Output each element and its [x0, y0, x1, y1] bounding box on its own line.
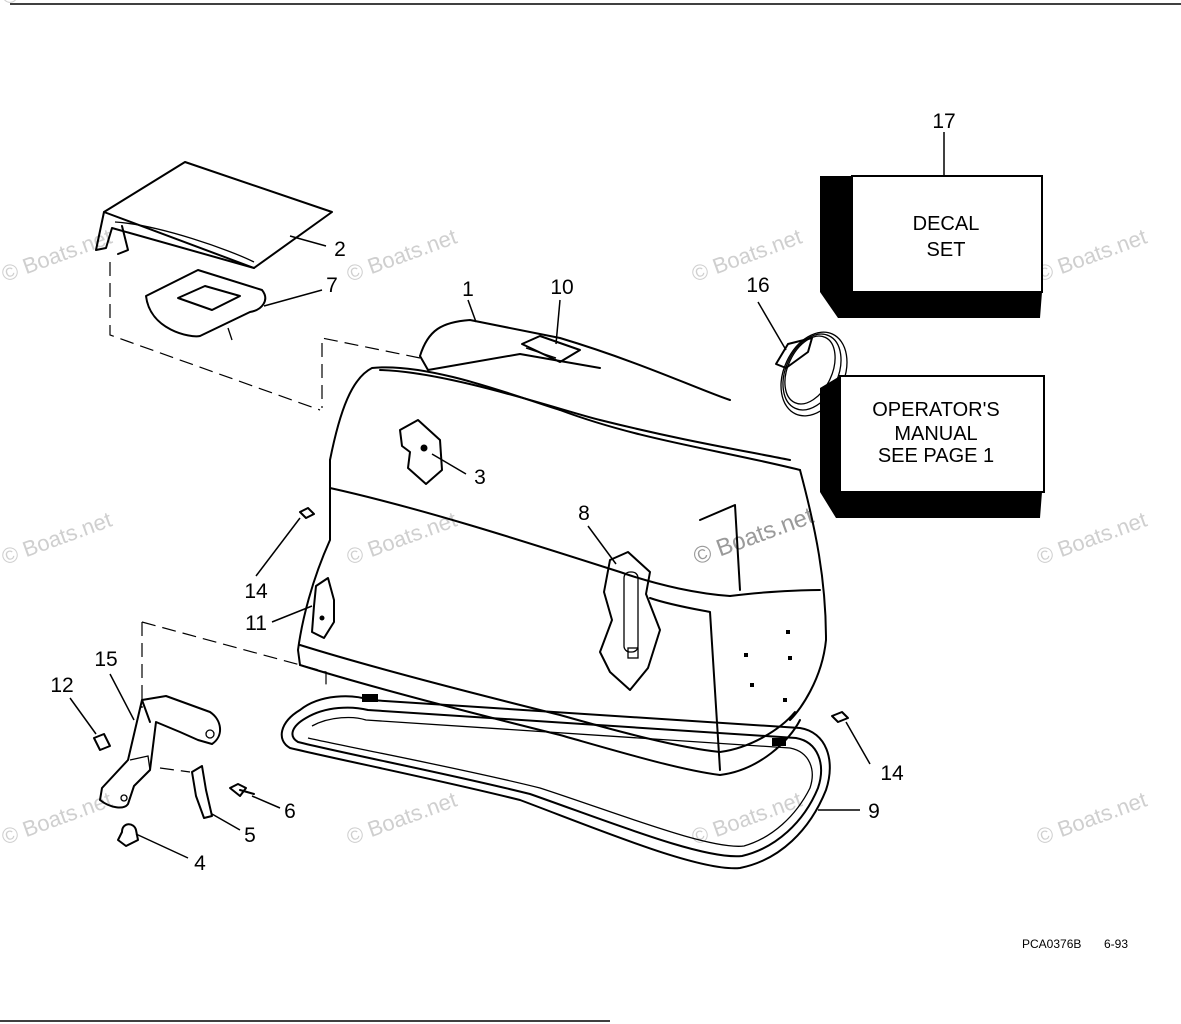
grommet-part	[117, 823, 139, 847]
figure-code-text: PCA0376B	[1022, 937, 1081, 951]
watermark-text-dark: © Boats.net	[690, 502, 818, 570]
callout-11: 11	[245, 612, 267, 635]
seal-part	[280, 694, 831, 870]
callout-8: 8	[578, 502, 590, 525]
bolt-part	[229, 783, 255, 797]
watermark-text: © Boats.net	[1033, 787, 1150, 850]
watermark-text: © Boats.net	[688, 787, 805, 850]
lever-part	[191, 765, 213, 819]
watermark-text: © Boats.net	[0, 787, 115, 850]
callout-1: 1	[462, 278, 474, 301]
callout-5: 5	[244, 824, 256, 847]
decal-set-box: DECAL SET	[820, 175, 1043, 318]
figure-code: PCA0376B 6-93	[1022, 937, 1128, 951]
engine-cover-part	[297, 319, 827, 776]
figure-date-text: 6-93	[1104, 937, 1128, 951]
latch-bracket-part	[599, 551, 661, 691]
manual-label-line3: SEE PAGE 1	[878, 445, 994, 467]
watermark-text: © Boats.net	[0, 224, 115, 287]
callout-16: 16	[746, 274, 769, 297]
watermark-text: © Boats.net	[1033, 224, 1150, 287]
callout-15: 15	[94, 648, 117, 671]
callout-4: 4	[194, 852, 206, 875]
decal-label-line1: DECAL	[913, 213, 980, 235]
leader-lines	[69, 132, 945, 859]
clip-part	[93, 733, 111, 751]
latch-stud-part	[399, 419, 443, 485]
callout-17: 17	[932, 110, 955, 133]
watermark-text: © Boats.net	[343, 787, 460, 850]
grommet-plate-part	[145, 269, 267, 341]
callout-10: 10	[550, 276, 573, 299]
mount-bracket-part	[99, 695, 221, 809]
watermark-text: © Boats.net	[343, 224, 460, 287]
decal-label-line2: SET	[927, 239, 966, 261]
screw-part	[299, 507, 315, 519]
watermark-text: © Boats.net	[0, 0, 115, 10]
callout-3: 3	[474, 466, 486, 489]
side-latch-part	[311, 577, 335, 639]
callout-12: 12	[50, 674, 73, 697]
manual-label-line1: OPERATOR'S	[872, 399, 1000, 421]
callout-14: 14	[880, 762, 904, 785]
watermark-text: © Boats.net	[0, 507, 115, 570]
watermark-text: © Boats.net	[1033, 507, 1150, 570]
cover-handle-part	[521, 335, 581, 363]
callout-2: 2	[334, 238, 346, 261]
callout-6: 6	[284, 800, 296, 823]
top-cover-part	[95, 161, 333, 269]
callout-9: 9	[868, 800, 880, 823]
callout-14: 14	[244, 580, 268, 603]
manual-label-line2: MANUAL	[894, 423, 977, 445]
operators-manual-box: OPERATOR'S MANUAL SEE PAGE 1	[820, 375, 1045, 518]
screw-part	[831, 711, 849, 723]
callout-numbers: 1 2 3 4 5 6 7 8 9 10 11 12 14 14 15 16 1…	[50, 110, 955, 875]
callout-7: 7	[326, 274, 338, 297]
